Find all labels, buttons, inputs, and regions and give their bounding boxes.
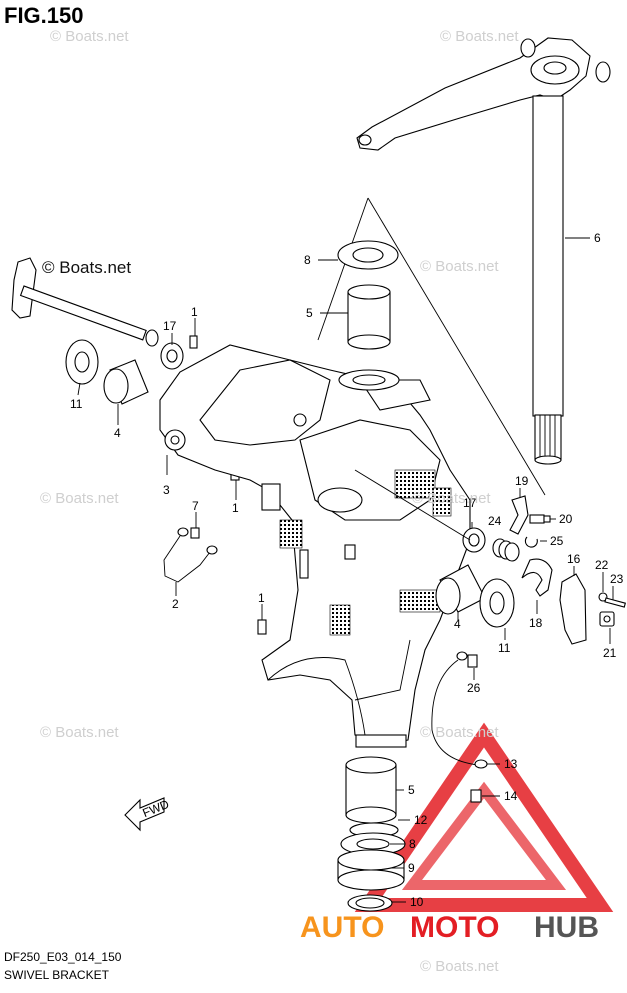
screw-part-7 (190, 527, 200, 539)
watermark: © Boats.net (50, 28, 129, 45)
figure-title: FIG.150 (4, 3, 84, 28)
svg-text:AUTO: AUTO (300, 911, 384, 944)
callout-4-right: 4 (454, 617, 461, 631)
plate-part-16 (559, 573, 587, 645)
swivel-bracket-body (159, 344, 471, 748)
callout-5-upper: 5 (306, 306, 313, 320)
callout-14: 14 (504, 789, 518, 803)
ring-part-25 (524, 536, 538, 548)
watermark: © Boats.net (420, 258, 499, 275)
callout-25: 25 (550, 534, 564, 548)
callout-23: 23 (610, 572, 624, 586)
bolt-part-14 (470, 789, 482, 803)
logo-wordmark: AUTO MOTO HUB (300, 911, 599, 944)
callout-1-mid: 1 (232, 501, 239, 515)
bushing-part-17-right (462, 527, 486, 553)
spring-part-24 (492, 538, 520, 562)
callout-21: 21 (603, 646, 617, 660)
ground-wire-part-2 (163, 527, 218, 583)
callout-7: 7 (192, 499, 199, 513)
watermark: © Boats.net (42, 258, 132, 277)
svg-text:MOTO: MOTO (410, 911, 499, 944)
callout-11-right: 11 (498, 641, 511, 655)
washer-part-22 (598, 592, 608, 602)
washer-part-11-right (479, 578, 515, 628)
callout-10: 10 (410, 895, 424, 909)
callout-4-left: 4 (114, 426, 121, 440)
bushing-part-17-left (160, 342, 184, 370)
callout-16: 16 (567, 552, 581, 566)
leader-lines (77, 237, 614, 903)
callout-22: 22 (595, 558, 609, 572)
svg-text:HUB: HUB (534, 911, 599, 944)
callout-2: 2 (172, 597, 179, 611)
watermark: © Boats.net (40, 490, 119, 507)
watermark: © Boats.net (40, 724, 119, 741)
watermark: © Boats.net (420, 724, 499, 741)
callout-20: 20 (559, 512, 573, 526)
callout-12: 12 (414, 813, 428, 827)
callout-26: 26 (467, 681, 481, 695)
callout-17-right: 17 (463, 496, 477, 510)
tilt-shaft-part-3 (11, 257, 159, 347)
pin-part-23 (604, 597, 626, 608)
callout-24: 24 (488, 514, 502, 528)
bushing-part-4-left (103, 359, 149, 405)
clip-part-19 (509, 495, 529, 535)
callout-8-lower: 8 (409, 837, 416, 851)
bushing-part-4-right (435, 564, 486, 615)
watermark: © Boats.net (440, 28, 519, 45)
logo-triangle (354, 722, 614, 912)
section-name: SWIVEL BRACKET (4, 968, 109, 982)
washer-part-8-upper (337, 240, 399, 270)
callout-3: 3 (163, 483, 170, 497)
callout-19: 19 (515, 474, 529, 488)
callout-1-low: 1 (258, 591, 265, 605)
callout-5-lower: 5 (408, 783, 415, 797)
watermark: © Boats.net (412, 490, 491, 507)
hook-part-18 (521, 558, 553, 597)
bolt-part-26 (467, 654, 478, 668)
bolt-part-20 (529, 514, 551, 524)
callout-13: 13 (504, 757, 518, 771)
model-code: DF250_E03_014_150 (4, 950, 122, 964)
nut-part-21 (599, 611, 615, 627)
steering-shaft-part-6 (356, 37, 611, 465)
callout-17-left: 17 (163, 319, 177, 333)
fwd-arrow-icon (124, 797, 165, 832)
seal-part-9 (337, 849, 405, 891)
watermark: © Boats.net (420, 958, 499, 975)
callout-18: 18 (529, 616, 543, 630)
callout-labels: 6 8 5 1 17 11 4 3 1 7 2 1 17 24 19 20 25… (70, 231, 624, 909)
bushing-part-5-upper (347, 284, 391, 350)
fwd-label: FWD (141, 797, 172, 820)
ring-part-10 (347, 894, 393, 912)
bushing-part-5-lower (345, 756, 397, 824)
ground-wire-part-13 (431, 651, 488, 769)
callout-9: 9 (408, 861, 415, 875)
callout-8-upper: 8 (304, 253, 311, 267)
callout-11-left: 11 (70, 397, 83, 411)
callout-6: 6 (594, 231, 601, 245)
callout-1-top: 1 (191, 305, 198, 319)
